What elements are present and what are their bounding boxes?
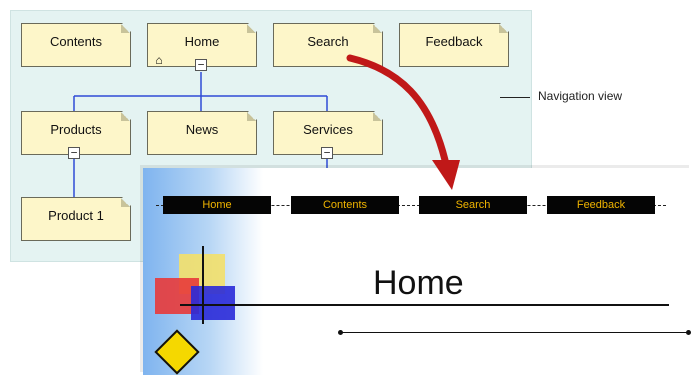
nav-page-news[interactable]: News — [147, 111, 257, 155]
nav-page-search[interactable]: Search — [273, 23, 383, 67]
page-heading: Home — [373, 264, 464, 302]
page-label: News — [185, 122, 219, 137]
callout-leader-line — [500, 97, 530, 98]
preview-nav-feedback[interactable]: Feedback — [547, 196, 655, 214]
collapse-minus-icon[interactable]: − — [195, 59, 207, 71]
collapse-minus-icon[interactable]: − — [321, 147, 333, 159]
navigation-view-callout: Navigation view — [538, 89, 623, 103]
preview-nav-home[interactable]: Home — [163, 196, 271, 214]
nav-page-product-1[interactable]: Product 1 — [21, 197, 131, 241]
page-label: Services — [303, 122, 353, 137]
preview-nav-search[interactable]: Search — [419, 196, 527, 214]
preview-nav-contents[interactable]: Contents — [291, 196, 399, 214]
house-icon: ⌂ — [155, 53, 163, 67]
logo-vertical-bar — [202, 246, 204, 324]
nav-bar-dashed-line — [156, 205, 666, 206]
website-preview: Home Contents Search Feedback Home — [143, 168, 692, 375]
page-label: Home — [184, 34, 220, 49]
content-rule — [340, 332, 690, 333]
page-label: Products — [50, 122, 102, 137]
rule-dot-left — [338, 330, 343, 335]
heading-rule — [180, 304, 669, 306]
nav-page-feedback[interactable]: Feedback — [399, 23, 509, 67]
logo-blue-square — [191, 286, 235, 320]
page-label: Feedback — [425, 34, 483, 49]
page-label: Product 1 — [48, 208, 104, 223]
collapse-minus-icon[interactable]: − — [68, 147, 80, 159]
nav-page-contents[interactable]: Contents — [21, 23, 131, 67]
page-label: Search — [307, 34, 349, 49]
rule-dot-right — [686, 330, 691, 335]
page-label: Contents — [49, 34, 103, 49]
